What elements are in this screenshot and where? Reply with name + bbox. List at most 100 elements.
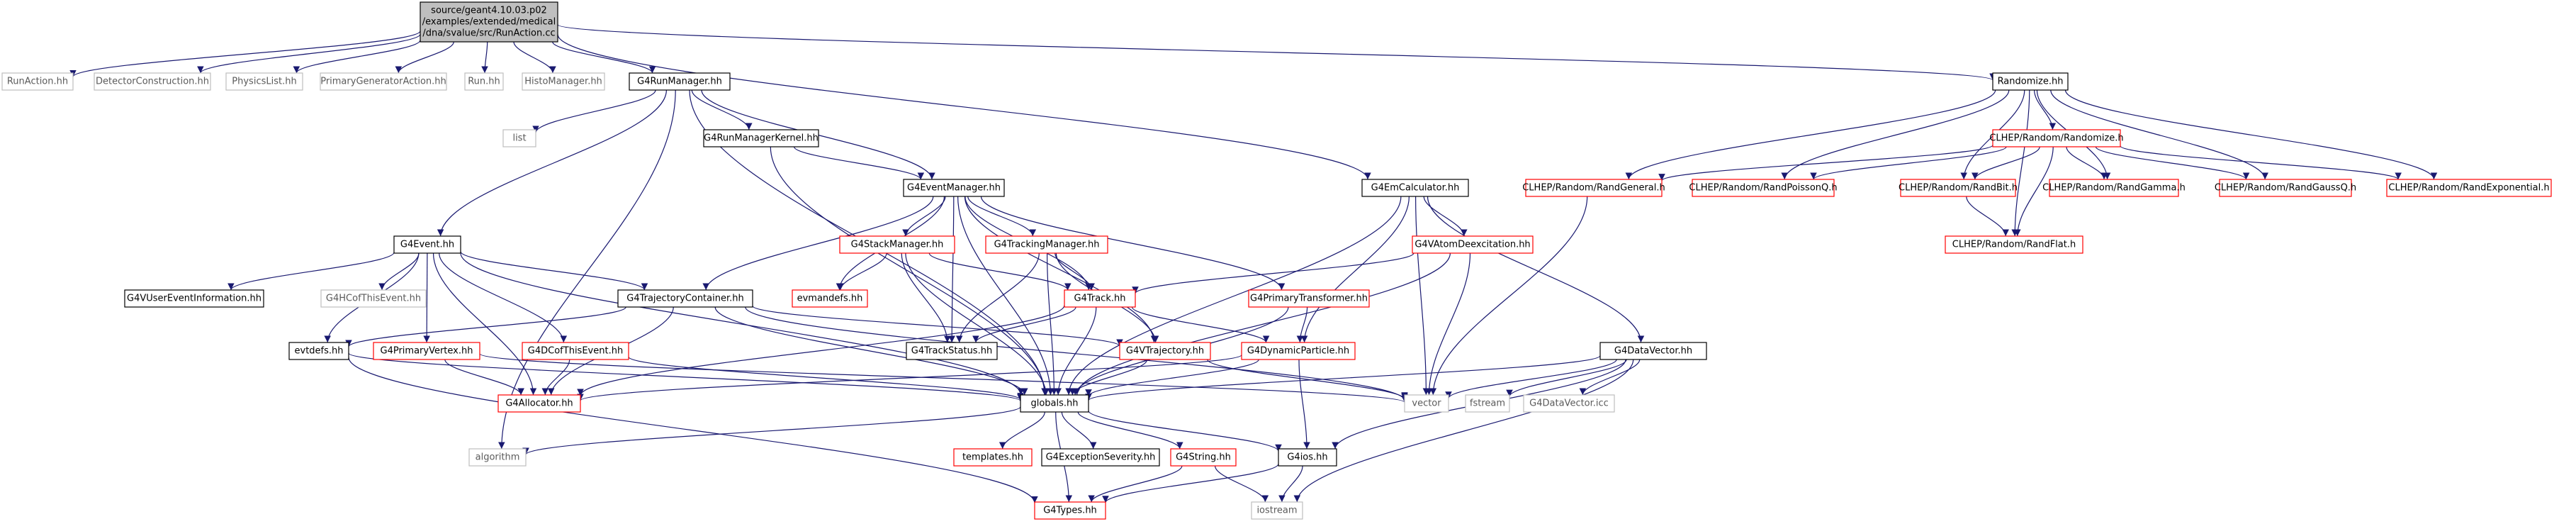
include-edge-g4ios-to-g4types: [1102, 463, 1279, 503]
node-g4vuser[interactable]: G4VUserEventInformation.hh: [124, 289, 264, 308]
include-edge-stackmgr-to-trackstatus: [901, 252, 951, 343]
node-label: Run.hh: [468, 77, 500, 87]
include-edge-clhep_rand-to-randbit: [1972, 146, 2040, 180]
node-box: [617, 289, 753, 308]
node-g4string[interactable]: G4String.hh: [1170, 448, 1237, 467]
node-datavector[interactable]: G4DataVector.hh: [1599, 342, 1707, 360]
node-randpoisson[interactable]: CLHEP/Random/RandPoissonQ.h: [1689, 179, 1838, 197]
node-box: [288, 342, 349, 360]
node-dcofthis[interactable]: G4DCofThisEvent.hh: [522, 342, 629, 360]
node-label: evmandefs.hh: [797, 294, 863, 304]
node-box: [1992, 129, 2121, 147]
include-edge-stackmgr-to-g4track: [928, 252, 1072, 291]
node-vtraj[interactable]: G4VTrajectory.hh: [1119, 342, 1211, 360]
include-edge-clhep_rand-to-randgaussq: [2095, 146, 2250, 180]
node-box: [522, 72, 605, 91]
include-edge-datavector-to-iostream: [1293, 359, 1634, 503]
node-stackmgr[interactable]: G4StackManager.hh: [839, 235, 955, 254]
node-rmkernel[interactable]: G4RunManagerKernel.hh: [703, 129, 819, 147]
include-edge-randomize-to-randgeneral: [1625, 89, 1996, 180]
node-label: CLHEP/Random/RandPoissonQ.h: [1689, 183, 1837, 194]
node-atomdeex[interactable]: G4VAtomDeexcitation.hh: [1412, 235, 1534, 254]
node-box: [1020, 394, 1089, 413]
include-edge-evtdefs-to-g4types: [348, 357, 1038, 503]
node-label: G4PrimaryTransformer.hh: [1250, 294, 1368, 304]
node-fstream: fstream: [1465, 394, 1510, 413]
node-randomize[interactable]: Randomize.hh: [1992, 72, 2069, 91]
node-label: G4Allocator.hh: [505, 398, 573, 409]
node-label: PhysicsList.hh: [232, 77, 296, 87]
node-randexp[interactable]: CLHEP/Random/RandExponential.h: [2386, 179, 2552, 197]
include-edge-root-to-detector: [197, 33, 421, 74]
node-randgamma[interactable]: CLHEP/Random/RandGamma.h: [2042, 179, 2186, 197]
node-templates[interactable]: templates.hh: [953, 448, 1033, 467]
node-globals[interactable]: globals.hh: [1020, 394, 1089, 413]
node-label: G4ios.hh: [1287, 452, 1327, 463]
node-randgeneral[interactable]: CLHEP/Random/RandGeneral.h: [1522, 179, 1665, 197]
node-label: CLHEP/Random/RandGaussQ.h: [2215, 183, 2356, 194]
node-g4ios[interactable]: G4ios.hh: [1278, 448, 1337, 467]
node-label: G4EventManager.hh: [907, 183, 1001, 194]
node-histo: HistoManager.hh: [522, 72, 605, 91]
node-trackstatus[interactable]: G4TrackStatus.hh: [906, 342, 998, 360]
node-box: [1278, 448, 1337, 467]
node-primtrans[interactable]: G4PrimaryTransformer.hh: [1248, 289, 1370, 308]
include-edge-emcalc-to-atomdeex: [1423, 196, 1468, 237]
node-emcalc[interactable]: G4EmCalculator.hh: [1361, 179, 1469, 197]
node-box: [522, 342, 629, 360]
node-box: [1, 72, 74, 91]
node-dynpart[interactable]: G4DynamicParticle.hh: [1241, 342, 1356, 360]
node-label: HistoManager.hh: [524, 77, 602, 87]
node-box: [464, 72, 504, 91]
node-label: G4DynamicParticle.hh: [1247, 346, 1349, 357]
node-label: DetectorConstruction.hh: [96, 77, 209, 87]
node-root[interactable]: source/geant4.10.03.p02/examples/extende…: [420, 1, 558, 43]
include-edge-globals-to-templates: [999, 411, 1045, 450]
include-edge-root-to-emcalc: [557, 34, 1371, 180]
node-algorithm: algorithm: [468, 448, 527, 467]
node-evmandefs[interactable]: evmandefs.hh: [792, 289, 868, 308]
node-runmgr[interactable]: G4RunManager.hh: [629, 72, 731, 91]
include-edge-atomdeex-to-g4track: [1132, 252, 1414, 294]
node-run: Run.hh: [464, 72, 504, 91]
node-box: [1119, 342, 1211, 360]
node-trajcont[interactable]: G4TrajectoryContainer.hh: [617, 289, 753, 308]
include-edge-clhep_rand-to-randflat: [2014, 146, 2054, 237]
node-label: /dna/svalue/src/RunAction.cc: [422, 28, 555, 39]
node-box: [1251, 501, 1303, 520]
include-edge-atomdeex-to-vector: [1425, 252, 1471, 396]
node-box: [1945, 235, 2083, 254]
node-runaction: RunAction.hh: [1, 72, 74, 91]
include-edge-g4track-to-trackstatus: [972, 306, 1076, 343]
node-exception[interactable]: G4ExceptionSeverity.hh: [1041, 448, 1160, 467]
node-box: [225, 72, 303, 91]
node-evtmgr[interactable]: G4EventManager.hh: [903, 179, 1005, 197]
include-edge-root-to-runmgr: [552, 41, 656, 74]
include-edge-clhep_rand-to-randpoisson: [1810, 146, 2007, 180]
include-edge-datavector-to-globals: [1085, 355, 1601, 401]
node-primgen: PrimaryGeneratorAction.hh: [320, 72, 447, 91]
node-trackmgr[interactable]: G4TrackingManager.hh: [985, 235, 1108, 254]
node-g4event[interactable]: G4Event.hh: [393, 235, 461, 254]
node-label: /examples/extended/medical: [422, 17, 556, 28]
node-label: G4PrimaryVertex.hh: [381, 346, 473, 357]
node-g4track[interactable]: G4Track.hh: [1064, 289, 1136, 308]
node-clhep_rand[interactable]: CLHEP/Random/Randomize.h: [1989, 129, 2124, 147]
node-box: [320, 72, 447, 91]
node-evtdefs[interactable]: evtdefs.hh: [288, 342, 349, 360]
node-label: G4TrajectoryContainer.hh: [626, 294, 743, 304]
node-randbit[interactable]: CLHEP/Random/RandBit.h: [1899, 179, 2018, 197]
include-edge-root-to-primgen: [395, 41, 454, 74]
node-randflat[interactable]: CLHEP/Random/RandFlat.h: [1945, 235, 2083, 254]
include-edge-trajcont-to-evtdefs: [345, 306, 626, 347]
node-box: [1599, 342, 1707, 360]
node-primvertex[interactable]: G4PrimaryVertex.hh: [373, 342, 480, 360]
node-box: [906, 342, 998, 360]
node-label: G4Event.hh: [400, 240, 454, 250]
node-randgaussq[interactable]: CLHEP/Random/RandGaussQ.h: [2215, 179, 2356, 197]
node-label: list: [512, 133, 526, 144]
node-allocator[interactable]: G4Allocator.hh: [497, 394, 581, 413]
include-edge-dcofthis-to-globals: [628, 356, 1024, 401]
node-physics: PhysicsList.hh: [225, 72, 303, 91]
node-g4types[interactable]: G4Types.hh: [1034, 501, 1106, 520]
